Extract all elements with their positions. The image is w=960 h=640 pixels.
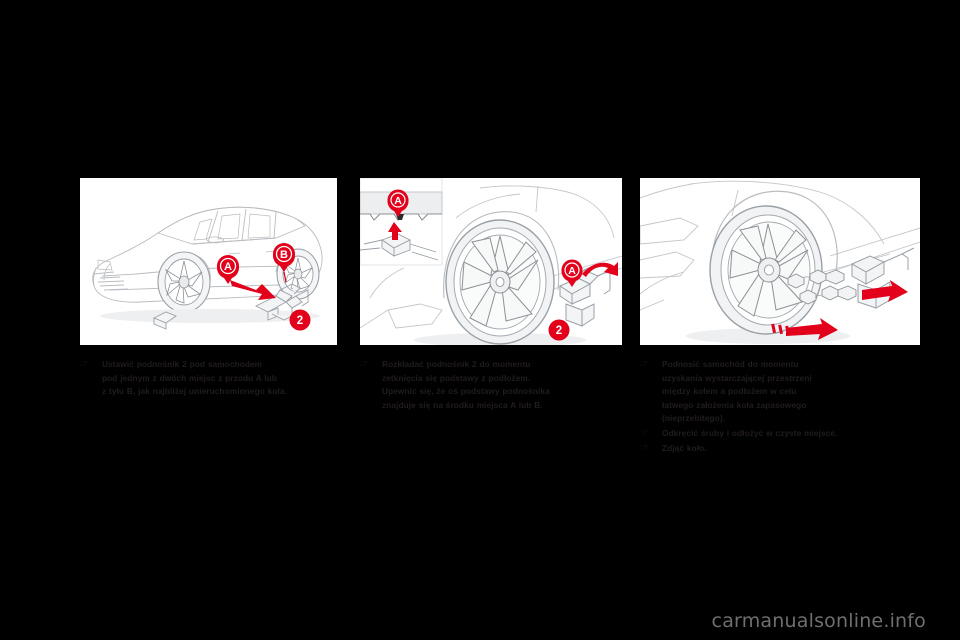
marker-a-main: A [561, 259, 583, 287]
bullet-item: ☞ Podnosić samochód do momentu uzyskania… [640, 358, 920, 426]
pointing-hand-icon: ☞ [640, 359, 649, 370]
caption-column-1: ☞ Ustawić podnośnik 2 pod samochodem pod… [80, 358, 337, 400]
bullet-line: zetknięcia się podstawy z podłożem. [382, 372, 531, 383]
bullet-line: Rozkładać podnośnik 2 do momentu [382, 359, 531, 369]
watermark: carmanualsonline.info [711, 610, 926, 632]
svg-text:2: 2 [556, 325, 562, 337]
svg-text:A: A [568, 265, 576, 277]
jack-deployment-diagram: A A 2 [360, 178, 622, 345]
caption-column-3: ☞ Podnosić samochód do momentu uzyskania… [640, 358, 920, 456]
wheel-removal-diagram [640, 178, 920, 345]
svg-text:A: A [224, 261, 232, 273]
pointing-hand-icon: ☞ [640, 442, 649, 454]
marker-b: B [273, 243, 295, 283]
bullet-text: Podnosić samochód do momentu uzyskania w… [662, 358, 920, 426]
svg-text:B: B [280, 249, 288, 261]
bullet-text: Rozkładać podnośnik 2 do momentu zetknię… [382, 358, 622, 412]
bullet-line: Upewnić się, że oś podstawy podnośnika [382, 386, 550, 397]
column-2: A A 2 ☞ R [360, 178, 622, 410]
marker-2: 2 [289, 309, 311, 331]
bullet-line: łatwego założenia koła zapasowego [662, 399, 807, 410]
bullet-text: Ustawić podnośnik 2 pod samochodem pod j… [102, 358, 337, 399]
marker-a: A [217, 255, 239, 284]
svg-text:2: 2 [297, 315, 303, 327]
bullet-line: Podnosić samochód do momentu [662, 359, 799, 369]
bullet-item: ☞ Ustawić podnośnik 2 pod samochodem pod… [80, 358, 337, 399]
bullet-line: pod jednym z dwóch miejsc z przodu A lub [102, 372, 277, 383]
marker-2-main: 2 [548, 319, 570, 341]
bullet-line: Odkręcić śruby i odłożyć w czyste miejsc… [662, 427, 838, 438]
bullet-text: Zdjąć koło. [662, 442, 920, 456]
bullet-text: Odkręcić śruby i odłożyć w czyste miejsc… [662, 427, 920, 441]
bullet-line: między kołem a podłożem w celu [662, 386, 797, 397]
bullet-item: ☞ Rozkładać podnośnik 2 do momentu zetkn… [360, 358, 622, 412]
column-3: ☞ Podnosić samochód do momentu uzyskania… [640, 178, 920, 454]
marker-a-inset: A [387, 189, 409, 217]
pointing-hand-icon: ☞ [640, 427, 649, 439]
bullet-line: uzyskania wystarczającej przestrzeni [662, 372, 812, 383]
column-1: A B 2 ☞ Ustawić podnośnik 2 [80, 178, 337, 396]
bullet-line: Zdjąć koło. [662, 442, 707, 453]
bullet-item: ☞ Zdjąć koło. [640, 442, 920, 456]
svg-text:A: A [394, 195, 402, 207]
caption-column-2: ☞ Rozkładać podnośnik 2 do momentu zetkn… [360, 358, 622, 413]
pointing-hand-icon: ☞ [360, 359, 369, 370]
bullet-line: znajduje się na środku miejsca A lub B. [382, 399, 543, 410]
car-jack-placement-diagram: A B 2 [80, 178, 337, 345]
pointing-hand-icon: ☞ [80, 359, 89, 370]
bullet-line: (nieprzebitego). [662, 413, 726, 424]
bullet-item: ☞ Odkręcić śruby i odłożyć w czyste miej… [640, 427, 920, 441]
bullet-line: Ustawić podnośnik 2 pod samochodem [102, 359, 263, 369]
bullet-line: z tyłu B, jak najbliżej unieruchomionego… [102, 386, 287, 397]
